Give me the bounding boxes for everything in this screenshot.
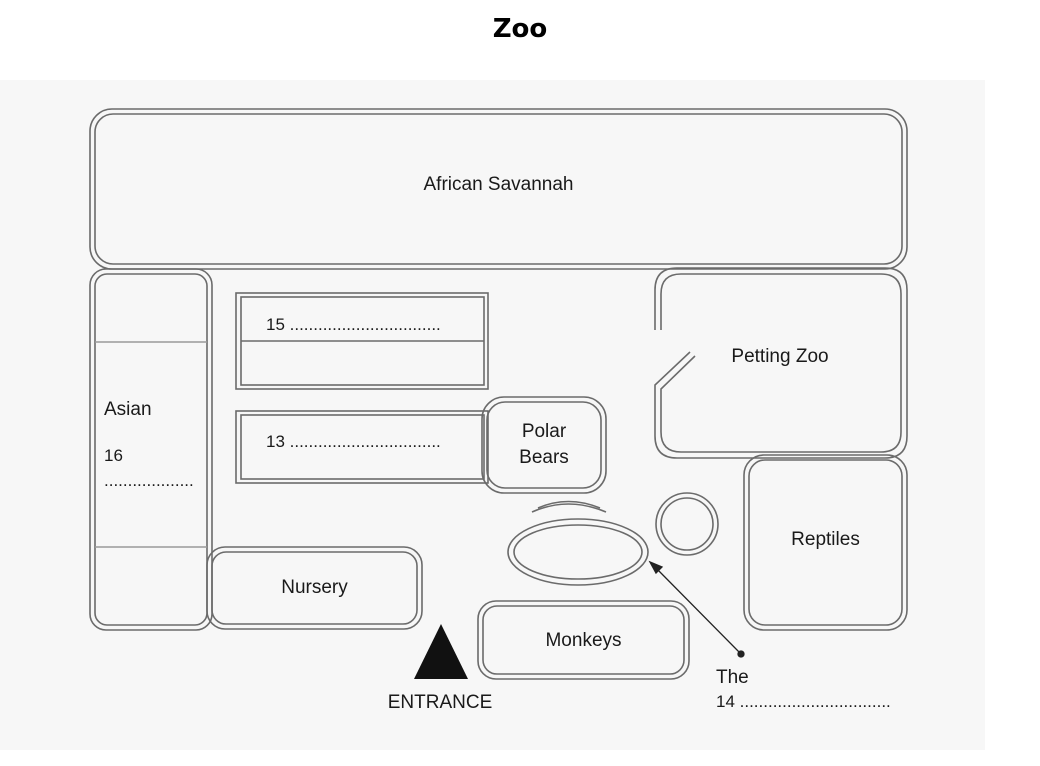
page-title: Zoo [492,14,548,44]
round-feature [655,492,719,556]
monkeys-label: Monkeys [545,630,622,651]
blank-15-label: 15 ................................ [266,315,441,334]
pond-ellipse [507,518,649,586]
nursery-label: Nursery [281,577,348,598]
polar-bears-area [481,396,607,494]
petting-zoo-area [654,267,908,459]
nursery-area [206,546,423,630]
reptiles-label: Reptiles [791,529,860,550]
asian-answer-blank: 16 ................... [104,446,194,490]
monkeys-area [477,600,690,680]
map-background [0,80,985,750]
petting-zoo-label: Petting Zoo [731,346,829,367]
pointer-label-line1: The [716,667,749,688]
african-savannah-label: African Savannah [423,174,574,195]
asian-area [89,268,213,631]
entrance-marker [414,624,468,679]
reptiles-area [743,454,908,631]
enclosure-15 [235,292,489,390]
blank-13-label: 13 ................................ [266,432,441,451]
asian-label: Asian [104,399,152,420]
pointer-answer-blank: 14 ................................ [716,692,891,711]
enclosure-13 [235,410,489,484]
arc-feature [531,503,607,513]
entrance-label: ENTRANCE [387,692,493,713]
african-savannah-area [89,108,908,270]
pointer-arrow [648,560,745,658]
polar-bears-label-line2: Bears [519,447,569,468]
polar-bears-label-line1: Polar [521,421,567,442]
